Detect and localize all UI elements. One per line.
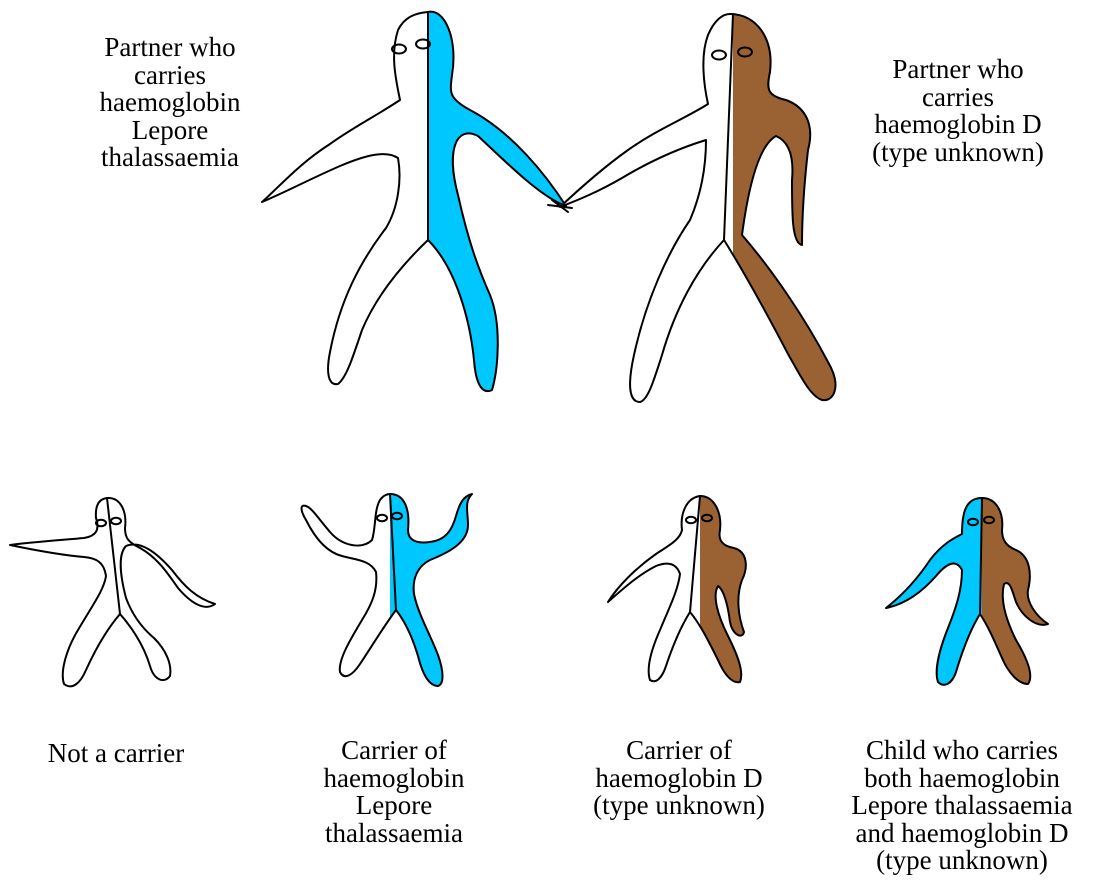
label-line: Carrier of bbox=[564, 737, 794, 765]
figure-left-half bbox=[262, 12, 566, 391]
label-line: (type unknown) bbox=[564, 792, 794, 820]
label-line: Lepore bbox=[284, 792, 504, 820]
figure-left-half bbox=[302, 494, 473, 686]
child-label-3: Carrier of haemoglobin D (type unknown) bbox=[564, 737, 794, 820]
label-line: Child who carries bbox=[826, 737, 1098, 765]
label-line: Not a carrier bbox=[16, 740, 216, 768]
child-figure-1 bbox=[10, 498, 215, 686]
label-line: (type unknown) bbox=[826, 847, 1098, 875]
label-line: thalassaemia bbox=[50, 144, 290, 172]
label-line: haemoglobin bbox=[50, 89, 290, 117]
child-figure-4 bbox=[886, 498, 1048, 685]
child-label-1: Not a carrier bbox=[16, 740, 216, 768]
parent-label-lepore: Partner who carries haemoglobin Lepore t… bbox=[50, 34, 290, 172]
label-line: haemoglobin D bbox=[838, 111, 1078, 139]
parent-figure-lepore bbox=[262, 12, 566, 391]
parent-figure-hbd bbox=[560, 14, 835, 402]
child-figure-3 bbox=[608, 496, 746, 682]
child-label-2: Carrier of haemoglobin Lepore thalassaem… bbox=[284, 737, 504, 847]
label-line: carries bbox=[50, 62, 290, 90]
parent-label-hbd: Partner who carries haemoglobin D (type … bbox=[838, 56, 1078, 166]
label-line: thalassaemia bbox=[284, 820, 504, 848]
label-line: both haemoglobin bbox=[826, 765, 1098, 793]
label-line: (type unknown) bbox=[838, 139, 1078, 167]
label-line: Lepore bbox=[50, 117, 290, 145]
label-line: and haemoglobin D bbox=[826, 820, 1098, 848]
child-figure-2 bbox=[302, 494, 473, 686]
label-line: Lepore thalassaemia bbox=[826, 792, 1098, 820]
child-label-4: Child who carries both haemoglobin Lepor… bbox=[826, 737, 1098, 875]
label-line: haemoglobin D bbox=[564, 765, 794, 793]
label-line: Carrier of bbox=[284, 737, 504, 765]
label-line: carries bbox=[838, 84, 1078, 112]
label-line: Partner who bbox=[838, 56, 1078, 84]
figure-right-half bbox=[10, 498, 215, 686]
label-line: Partner who bbox=[50, 34, 290, 62]
label-line: haemoglobin bbox=[284, 765, 504, 793]
